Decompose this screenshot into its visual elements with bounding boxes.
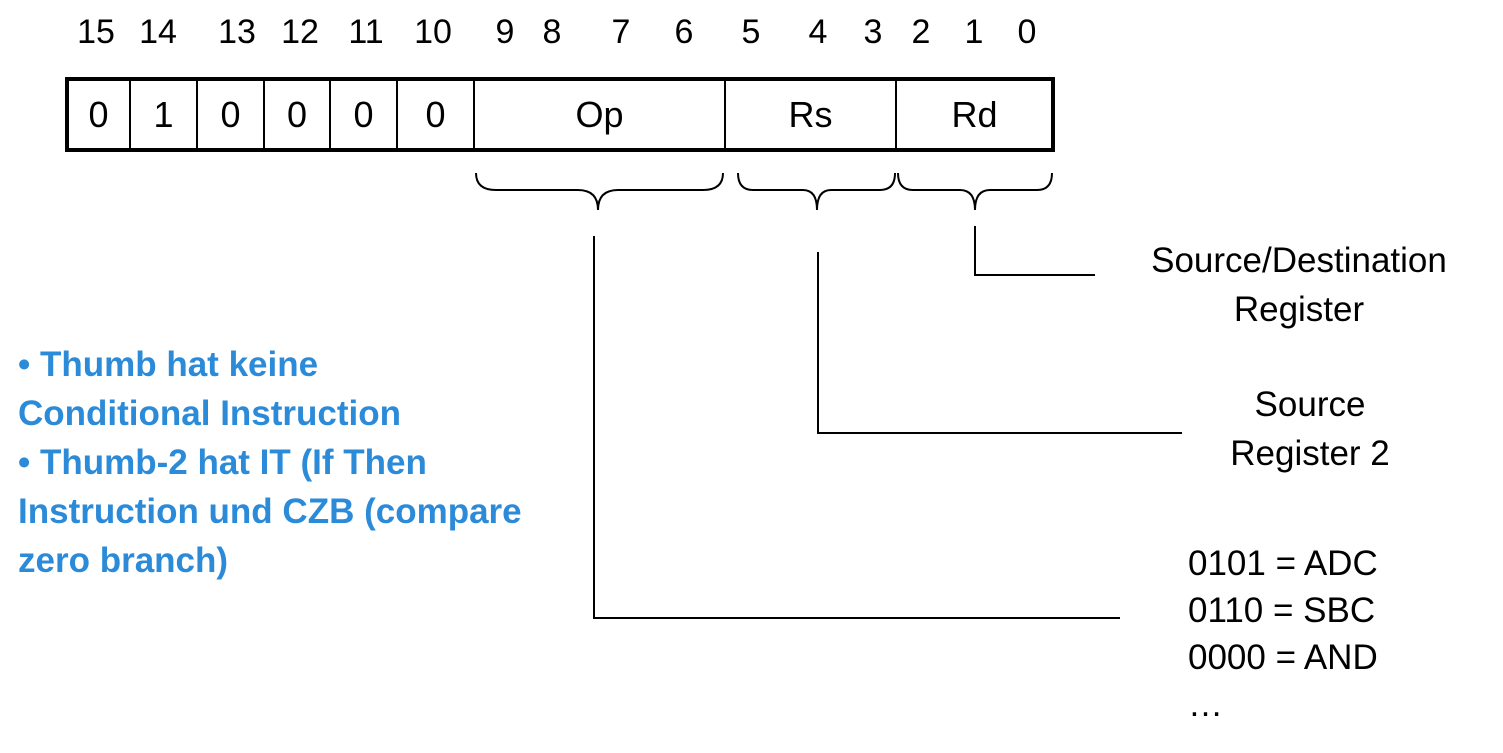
- thumb-note-line-3: • Thumb-2 hat IT (If Then: [18, 443, 427, 482]
- field-bit-12: 0: [286, 93, 308, 135]
- rs-label: Source Register 2: [1182, 380, 1438, 478]
- thumb-note-line-1: • Thumb hat keine: [18, 345, 319, 384]
- rd-label-line-2: Register: [1233, 290, 1365, 329]
- bit-number-0: 0: [1017, 13, 1037, 51]
- bit-number-4: 4: [808, 13, 828, 51]
- bit-number-8: 8: [542, 13, 562, 51]
- rd-leader-line: [974, 226, 1095, 276]
- field-op: Op: [575, 93, 624, 135]
- bit-number-9: 9: [495, 13, 515, 51]
- bit-number-14: 14: [139, 13, 177, 51]
- rs-label-line-2: Register 2: [1230, 434, 1390, 473]
- field-bit-15: 0: [88, 93, 109, 135]
- bit-number-6: 6: [674, 13, 694, 51]
- opcode-sbc: 0110 = SBC: [1188, 591, 1376, 630]
- bit-number-3: 3: [863, 13, 883, 51]
- field-bit-10: 0: [425, 93, 446, 135]
- bit-number-2: 2: [911, 13, 931, 51]
- field-rs: Rs: [788, 93, 833, 135]
- bit-number-1: 1: [964, 13, 984, 51]
- register-box: [65, 77, 1055, 152]
- field-rd: Rd: [951, 93, 998, 135]
- bit-number-7: 7: [611, 13, 631, 51]
- thumb-note-line-5: zero branch): [18, 541, 229, 580]
- rs-leader-line: [817, 252, 1182, 434]
- field-bit-11: 0: [353, 93, 374, 135]
- thumb-note-line-4: Instruction und CZB (compare: [18, 492, 522, 531]
- rs-brace: [737, 172, 896, 211]
- rd-brace: [897, 172, 1053, 211]
- thumb-note-line-2: Conditional Instruction: [18, 394, 402, 433]
- field-bit-14: 1: [153, 93, 174, 135]
- bit-number-10: 10: [414, 13, 452, 51]
- bit-number-5: 5: [741, 13, 761, 51]
- rs-label-line-1: Source: [1254, 385, 1366, 424]
- op-brace: [475, 172, 724, 211]
- opcode-ellipsis: …: [1188, 685, 1223, 724]
- opcode-and: 0000 = AND: [1188, 638, 1378, 677]
- rd-label: Source/Destination Register: [1118, 236, 1480, 334]
- bit-number-11: 11: [348, 13, 384, 51]
- bit-number-15: 15: [77, 13, 115, 51]
- opcode-list: 0101 = ADC 0110 = SBC 0000 = AND …: [1188, 540, 1378, 728]
- field-bit-13: 0: [220, 93, 241, 135]
- bit-number-13: 13: [218, 13, 256, 51]
- op-leader-line: [593, 236, 1120, 619]
- rd-label-line-1: Source/Destination: [1151, 241, 1447, 280]
- bit-number-12: 12: [281, 13, 319, 51]
- opcode-adc: 0101 = ADC: [1188, 544, 1378, 583]
- thumb-note: • Thumb hat keine Conditional Instructio…: [18, 340, 522, 585]
